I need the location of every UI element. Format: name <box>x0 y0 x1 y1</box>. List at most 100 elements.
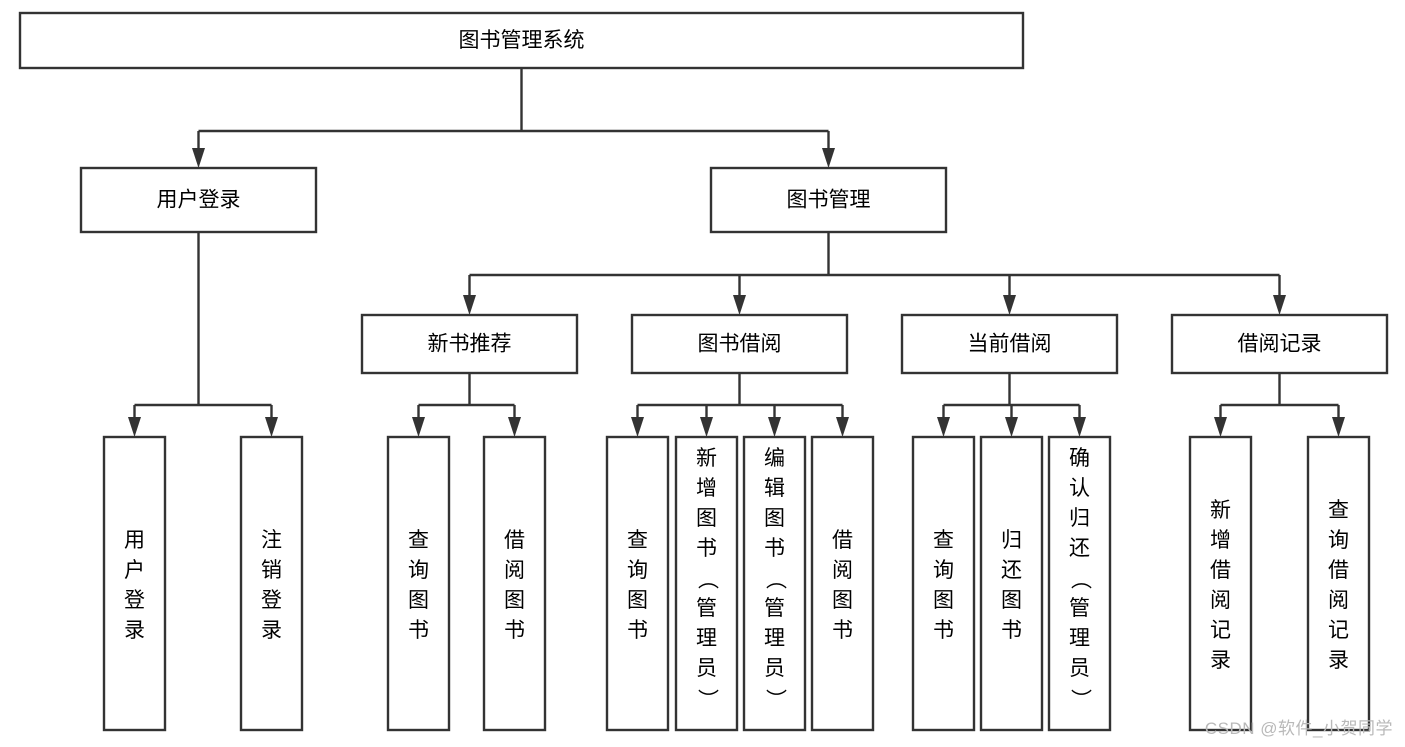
node-label-char: ） <box>764 689 787 710</box>
node-label-char: 增 <box>696 477 717 500</box>
arrow-head-icon <box>937 417 950 437</box>
node-login[interactable]: 用户登录 <box>79 166 318 234</box>
node-label: 图书借阅 <box>698 333 782 356</box>
node-label-char: 员 <box>764 657 785 680</box>
node-label-char: （ <box>764 569 787 590</box>
node-box <box>674 435 739 732</box>
node-borrow[interactable]: 图书借阅 <box>630 313 849 375</box>
node-label-char: 图 <box>1001 589 1022 612</box>
node-records[interactable]: 借阅记录 <box>1170 313 1389 375</box>
node-label-char: 查 <box>627 529 648 552</box>
node-newbook[interactable]: 新书推荐 <box>360 313 579 375</box>
edge-layer <box>128 68 1345 437</box>
node-box <box>102 435 167 732</box>
arrow-head-icon <box>265 417 278 437</box>
node-label: 借阅记录 <box>1238 333 1322 356</box>
node-label-char: 询 <box>627 559 648 582</box>
node-label-char: 阅 <box>1328 589 1349 612</box>
node-label-char: 书 <box>1001 619 1022 642</box>
node-box <box>900 313 1119 375</box>
node-bookmgmt[interactable]: 图书管理 <box>709 166 948 234</box>
node-box <box>911 435 976 732</box>
node-label-char: 确 <box>1069 447 1090 470</box>
node-label-char: 录 <box>124 619 145 642</box>
edge-group-login <box>128 232 278 437</box>
node-label-char: 管 <box>1069 597 1090 620</box>
node-label-char: ） <box>696 689 719 710</box>
edge-group-borrow <box>631 373 849 437</box>
node-label-char: 书 <box>504 619 525 642</box>
node-label-char: 管 <box>696 597 717 620</box>
node-label: 用户登录 <box>157 189 241 212</box>
node-label-char: ） <box>1069 689 1092 710</box>
edge-group-current <box>937 373 1086 437</box>
node-label-char: 还 <box>1069 537 1090 560</box>
node-label-char: （ <box>696 569 719 590</box>
node-label-char: 查 <box>1328 499 1349 522</box>
node-label-char: 书 <box>764 537 785 560</box>
node-label-char: 还 <box>1001 559 1022 582</box>
node-label-char: 图 <box>832 589 853 612</box>
node-label-char: 书 <box>408 619 429 642</box>
node-label-char: 图 <box>408 589 429 612</box>
edge-group-bookmgmt <box>463 232 1286 315</box>
node-root[interactable]: 图书管理系统 <box>18 11 1025 70</box>
node-box <box>1306 435 1371 732</box>
node-label-char: 查 <box>408 529 429 552</box>
arrow-head-icon <box>1003 295 1016 315</box>
node-label-char: 书 <box>696 537 717 560</box>
arrow-head-icon <box>631 417 644 437</box>
arrow-head-icon <box>508 417 521 437</box>
arrow-head-icon <box>822 148 835 168</box>
node-leaf-1[interactable]: 用户登录 <box>102 435 167 732</box>
node-label-char: 新 <box>1210 499 1231 522</box>
node-label-char: 借 <box>1210 559 1231 582</box>
node-label-char: 图 <box>764 507 785 530</box>
node-layer: 图书管理系统用户登录图书管理新书推荐图书借阅当前借阅借阅记录用户登录注销登录查询… <box>18 11 1389 732</box>
node-box <box>482 435 547 732</box>
arrow-head-icon <box>700 417 713 437</box>
node-label-char: 管 <box>764 597 785 620</box>
node-label-char: 借 <box>504 529 525 552</box>
node-label-char: 理 <box>764 627 785 650</box>
node-box <box>1047 435 1112 732</box>
node-box <box>630 313 849 375</box>
node-label-char: 图 <box>933 589 954 612</box>
node-label-char: 新 <box>696 447 717 470</box>
node-label: 图书管理系统 <box>459 29 585 52</box>
arrow-head-icon <box>836 417 849 437</box>
node-box <box>239 435 304 732</box>
node-label-char: 录 <box>261 619 282 642</box>
node-box <box>709 166 948 234</box>
node-box <box>386 435 451 732</box>
node-label-char: （ <box>1069 569 1092 590</box>
node-label-char: 归 <box>1069 507 1090 530</box>
arrow-head-icon <box>1073 417 1086 437</box>
node-box <box>605 435 670 732</box>
node-current[interactable]: 当前借阅 <box>900 313 1119 375</box>
node-label-char: 销 <box>261 559 282 582</box>
node-box <box>18 11 1025 70</box>
node-label-char: 理 <box>1069 627 1090 650</box>
node-box <box>1170 313 1389 375</box>
node-box <box>79 166 318 234</box>
node-label-char: 用 <box>124 529 145 552</box>
node-label-char: 认 <box>1069 477 1090 500</box>
node-label-char: 户 <box>124 559 145 582</box>
node-label-char: 书 <box>832 619 853 642</box>
node-label-char: 编 <box>764 447 785 470</box>
